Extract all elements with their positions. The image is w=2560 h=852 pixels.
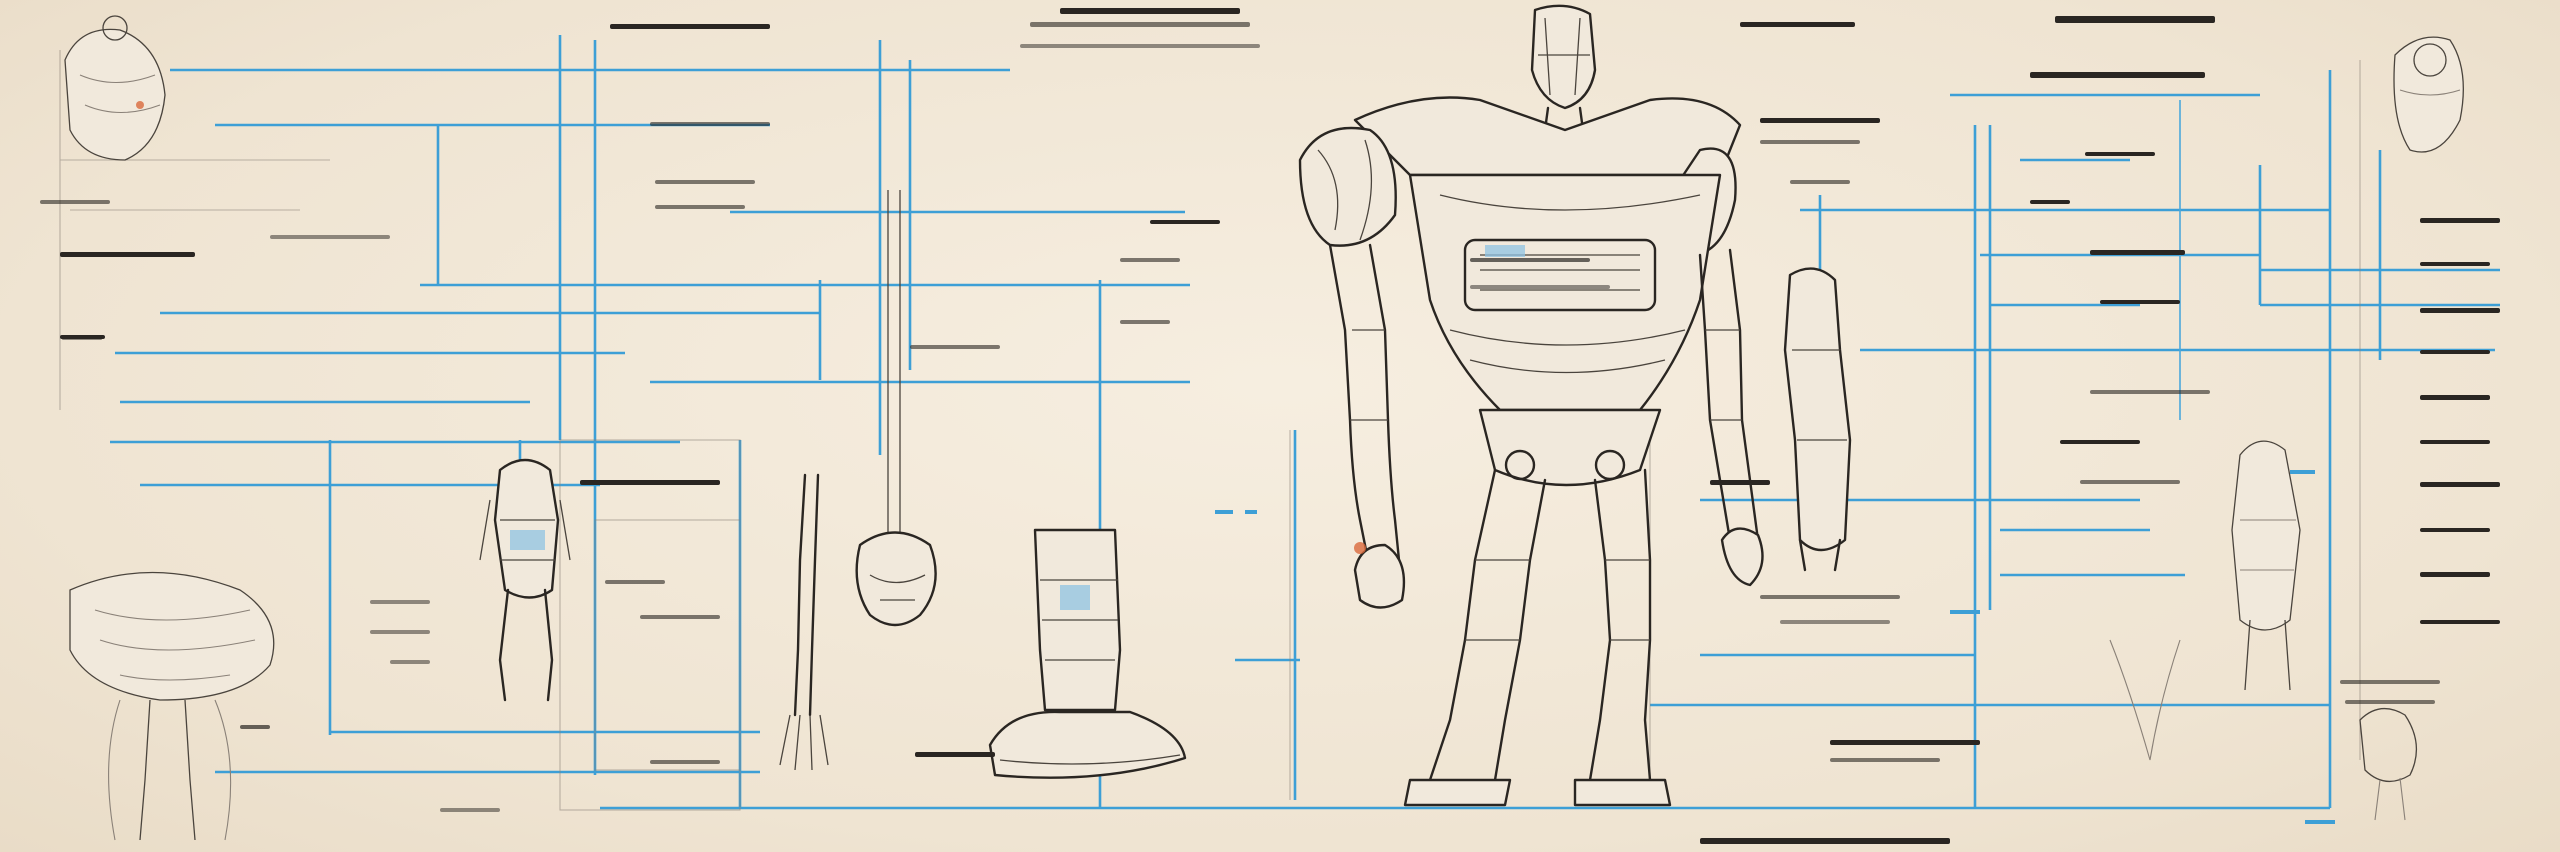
scribble-annotations bbox=[40, 8, 2500, 844]
top-right-mechanism-sketch bbox=[2393, 36, 2464, 153]
skeletal-hand-sketch bbox=[779, 473, 829, 771]
construction-lines bbox=[59, 50, 2361, 811]
detached-arm-sketch bbox=[1783, 267, 1852, 572]
small-robot-sketch bbox=[479, 458, 571, 702]
blueprint-ticks bbox=[1215, 470, 2335, 824]
mechanical-boot-sketch bbox=[988, 528, 1187, 779]
top-left-mechanism-sketch bbox=[64, 15, 166, 161]
right-small-figure-sketch bbox=[2109, 440, 2301, 761]
hanging-skull-sketch bbox=[855, 190, 937, 627]
central-robot-figure bbox=[1298, 4, 1764, 807]
bottom-right-sketch bbox=[2359, 708, 2418, 821]
blueprint-leader-lines bbox=[110, 35, 2500, 810]
brain-pedestal-sketch bbox=[69, 571, 275, 841]
